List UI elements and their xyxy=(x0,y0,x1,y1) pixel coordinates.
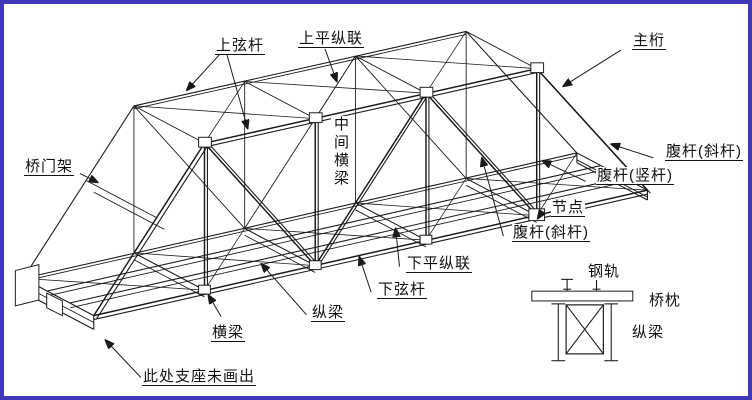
label-mid-cross-beam: 中间横梁 xyxy=(331,116,350,188)
label-main-truss: 主桁 xyxy=(632,32,667,50)
deck-cross-section-detail xyxy=(531,278,634,362)
label-bottom-lateral-bracing: 下平纵联 xyxy=(406,255,473,273)
label-detail-rail: 钢轨 xyxy=(587,263,622,280)
label-node: 节点 xyxy=(551,199,586,217)
portal-frame-bracing xyxy=(85,180,165,230)
top-lateral-bracing xyxy=(133,31,537,144)
stringer-section xyxy=(551,303,619,362)
label-web-diagonal-lower: 腹杆(斜杆) xyxy=(512,224,590,242)
label-detail-stringer: 纵梁 xyxy=(631,324,666,341)
label-top-lateral-bracing: 上平纵联 xyxy=(298,30,365,48)
label-web-vertical: 腹杆(竖杆) xyxy=(596,167,674,185)
label-bottom-chord: 下弦杆 xyxy=(377,281,428,299)
label-detail-sleeper: 桥枕 xyxy=(648,292,683,309)
sleeper-plank xyxy=(531,290,634,302)
bridge-line-art xyxy=(14,30,654,378)
label-top-chord: 上弦杆 xyxy=(215,37,266,55)
label-stringer: 纵梁 xyxy=(311,304,346,322)
leader-lines xyxy=(79,48,654,378)
rail-profiles xyxy=(561,278,603,292)
label-portal-frame: 桥门架 xyxy=(24,158,75,176)
label-cross-beam: 横梁 xyxy=(211,324,246,342)
far-truss xyxy=(22,30,578,282)
label-support-note: 此处支座未画出 xyxy=(142,368,257,386)
near-truss xyxy=(93,67,651,321)
deck-floor-system xyxy=(14,152,648,330)
label-web-diagonal-upper: 腹杆(斜杆) xyxy=(665,143,743,161)
